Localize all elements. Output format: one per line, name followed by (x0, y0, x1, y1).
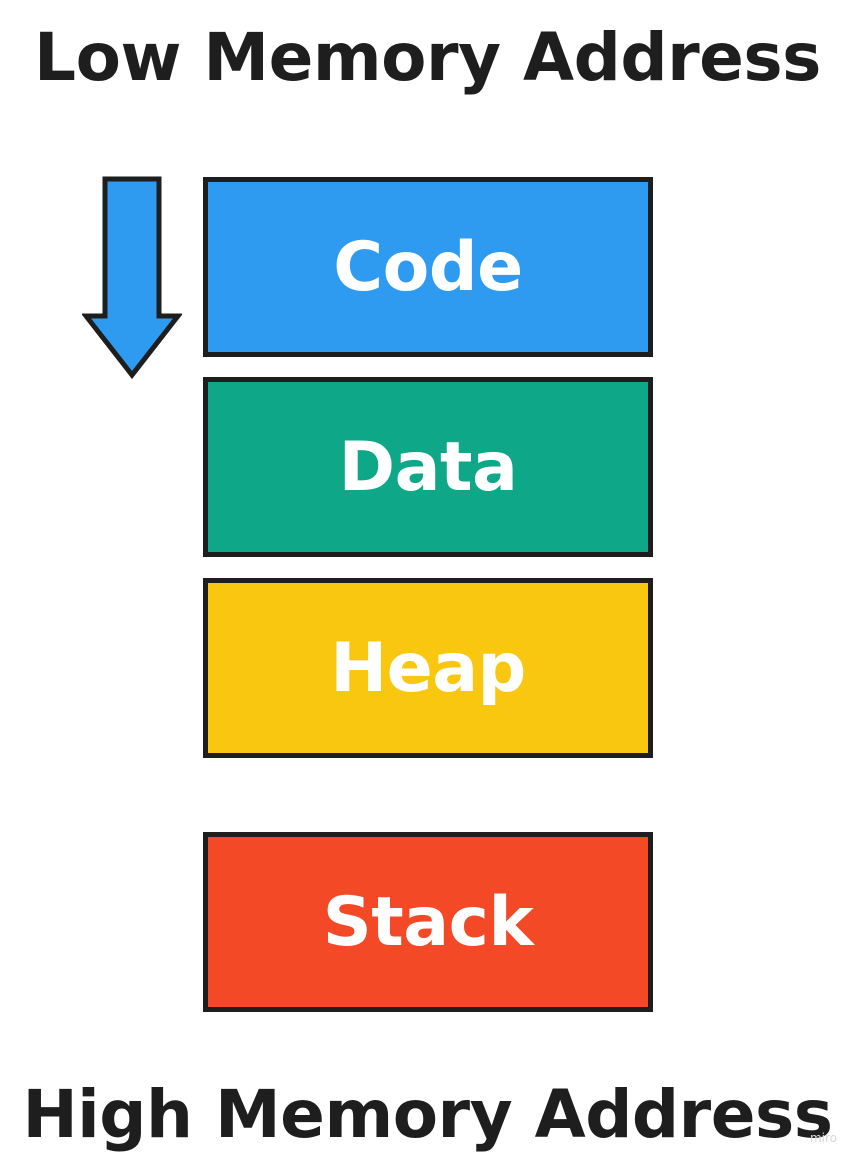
segment-stack: Stack (203, 832, 653, 1012)
low-memory-address-label: Low Memory Address (34, 19, 821, 96)
segment-code: Code (203, 177, 653, 357)
segment-data-label: Data (338, 427, 518, 507)
segment-data: Data (203, 377, 653, 557)
watermark-text: miro (809, 1131, 837, 1145)
segment-stack-label: Stack (322, 882, 534, 962)
segment-heap: Heap (203, 578, 653, 758)
arrow-down-icon (82, 176, 182, 380)
segment-code-label: Code (333, 227, 523, 307)
high-memory-address-label: High Memory Address (22, 1076, 833, 1153)
segment-heap-label: Heap (330, 628, 526, 708)
